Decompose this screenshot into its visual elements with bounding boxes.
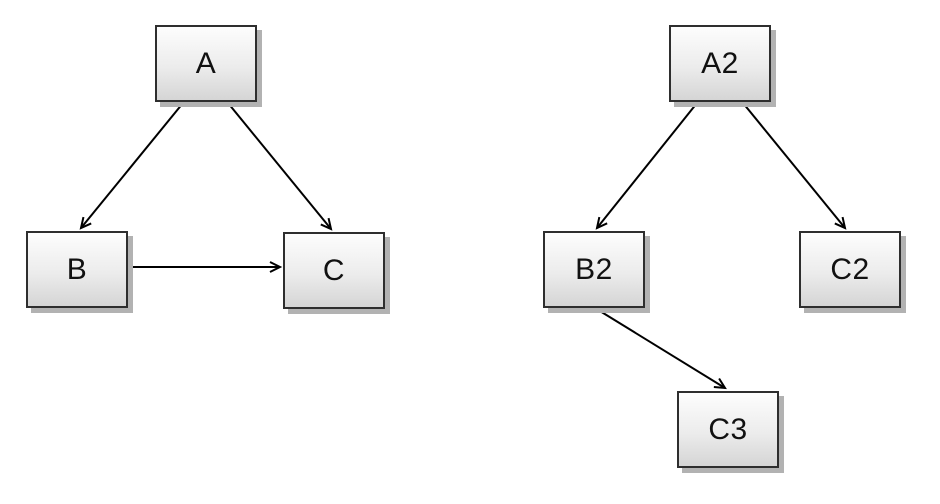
node-C-label: C	[322, 253, 346, 287]
edge-B2-C3	[594, 307, 727, 390]
node-A2: A2	[669, 25, 771, 102]
node-C2-label: C2	[830, 252, 870, 286]
node-C: C	[283, 232, 385, 309]
edge-A-C	[227, 102, 333, 231]
node-C2: C2	[799, 231, 901, 308]
node-B2-label: B2	[575, 252, 613, 286]
node-B2: B2	[543, 231, 645, 308]
node-B-label: B	[66, 252, 88, 286]
node-A-label: A	[195, 46, 217, 80]
node-A2-label: A2	[701, 46, 739, 80]
edge-A2-C2	[742, 102, 847, 230]
node-C3-label: C3	[708, 412, 748, 446]
node-A: A	[155, 25, 257, 102]
edge-A2-B2	[595, 102, 698, 230]
node-B: B	[26, 231, 128, 308]
node-C3: C3	[677, 391, 779, 468]
edge-A-B	[79, 102, 184, 230]
